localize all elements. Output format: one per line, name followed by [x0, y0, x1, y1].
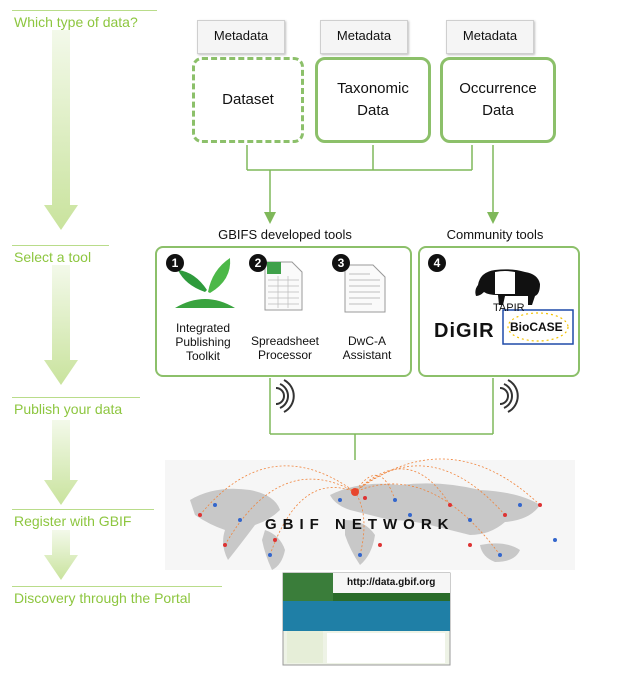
portal-screenshot: [282, 572, 451, 666]
stage-label-register: Register with GBIF: [14, 513, 132, 529]
stage-rule: [12, 245, 109, 246]
tool-label-dwca: DwC-A Assistant: [342, 334, 392, 362]
stage-label-publish: Publish your data: [14, 401, 123, 417]
network-label: GBIF NETWORK: [265, 516, 455, 533]
portal-url: http://data.gbif.org: [347, 577, 436, 588]
world-map: [165, 460, 575, 570]
stage-label-select-tool: Select a tool: [14, 249, 92, 265]
data-type-label: Taxonomic Data: [337, 80, 409, 119]
stage-rule: [12, 586, 222, 587]
metadata-tag-taxonomic: Metadata: [320, 20, 408, 54]
document-icon: [344, 264, 386, 313]
stage-rule: [12, 509, 154, 510]
broadcast-icon-right: [499, 379, 519, 413]
network-nodes: [198, 488, 557, 557]
biocase-logo-text: BioCASE: [510, 320, 563, 334]
data-type-taxonomic: Taxonomic Data: [315, 57, 431, 143]
tapir-icon: [475, 269, 540, 305]
community-tools-group: [418, 246, 580, 377]
stage-arrows: [44, 30, 78, 580]
tool-label-ipt: Integrated Publishing Toolkit: [175, 321, 231, 363]
data-type-occurrence: Occurrence Data: [440, 57, 556, 143]
data-type-dataset: Dataset: [192, 57, 304, 143]
stage-rule: [12, 10, 157, 11]
stage-label-discovery: Discovery through the Portal: [14, 590, 191, 606]
metadata-tag-occurrence: Metadata: [446, 20, 534, 54]
stage-label-data-type: Which type of data?: [14, 14, 138, 30]
community-tools-heading: Community tools: [446, 227, 544, 242]
spreadsheet-icon: [264, 261, 303, 311]
tool-number-badge: 2: [249, 254, 267, 272]
tool-number-badge: 4: [428, 254, 446, 272]
network-links: [199, 458, 541, 556]
data-type-label: Dataset: [222, 91, 274, 108]
gbif-tools-group: [155, 246, 412, 377]
gbif-tools-heading: GBIFS developed tools: [218, 227, 352, 242]
data-type-label: Occurrence Data: [459, 80, 537, 119]
stage-rule: [12, 397, 140, 398]
tapir-label: TAPIR: [493, 302, 525, 314]
digir-logo-text: DiGIR: [434, 320, 495, 342]
tool-label-spreadsheet: Spreadsheet Processor: [250, 334, 320, 362]
biocase-logo: [502, 309, 574, 345]
tool-number-badge: 1: [166, 254, 184, 272]
tool-number-badge: 3: [332, 254, 350, 272]
metadata-tag-dataset: Metadata: [197, 20, 285, 54]
broadcast-icon-left: [275, 379, 295, 413]
data-to-tools-connectors: [246, 145, 499, 224]
ipt-leaf-icon: [175, 258, 235, 308]
